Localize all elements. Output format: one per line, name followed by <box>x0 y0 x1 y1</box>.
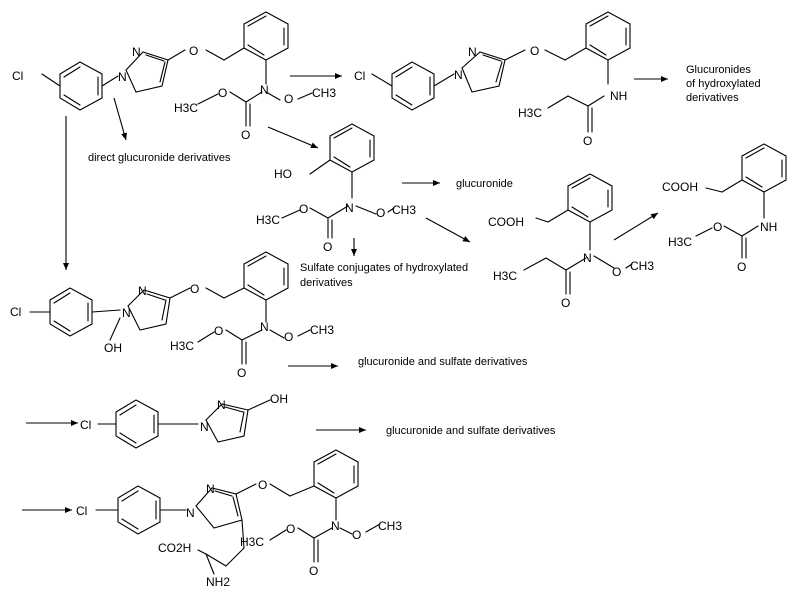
atom-ch3: CH3 <box>392 203 416 217</box>
atom-co2h: CO2H <box>158 541 191 555</box>
molecule-acid-amide: COOH N O O H3C CH3 <box>488 173 654 310</box>
atom-n: N <box>583 251 592 265</box>
atom-n: N <box>260 83 269 97</box>
atom-n: N <box>331 519 340 533</box>
atom-o: O <box>237 366 246 380</box>
atom-ch3: CH3 <box>312 86 336 100</box>
atom-cl: Cl <box>80 418 91 432</box>
atom-o: O <box>189 44 198 58</box>
atom-o: O <box>713 220 722 234</box>
label-glucuronides-line1: Glucuronides <box>686 64 751 76</box>
atom-n: N <box>454 68 463 82</box>
molecule-benzyl-alcohol: HO N O O O H3C CH3 <box>256 123 416 254</box>
atom-oh: OH <box>104 341 122 355</box>
pathway-labels: direct glucuronide derivatives Glucuroni… <box>88 64 761 437</box>
atom-h3c: H3C <box>240 535 264 549</box>
atom-nh: NH <box>760 220 777 234</box>
atom-n: N <box>217 398 226 412</box>
atom-o: O <box>309 564 318 578</box>
atom-oh: OH <box>270 392 288 406</box>
arrow-diagonal <box>425 217 471 243</box>
atom-n: N <box>186 506 195 520</box>
atom-ch3: CH3 <box>378 519 402 533</box>
atom-o: O <box>561 296 570 310</box>
label-glucuronide: glucuronide <box>456 178 513 190</box>
atom-cooh: COOH <box>662 180 698 194</box>
atom-ho: HO <box>274 167 292 181</box>
atom-cl: Cl <box>76 504 87 518</box>
atom-cooh: COOH <box>488 215 524 229</box>
atom-o: O <box>583 134 592 148</box>
atom-n: N <box>200 420 209 434</box>
atom-cl: Cl <box>12 69 23 83</box>
atom-ch3: CH3 <box>630 259 654 273</box>
atom-h3c: H3C <box>256 213 280 227</box>
atom-n: N <box>345 201 354 215</box>
atom-o: O <box>214 324 223 338</box>
atom-o: O <box>352 528 361 542</box>
atom-o: O <box>530 44 539 58</box>
molecule-hydroxy-pyrazole: Cl N N OH O N O O O H3C CH3 <box>10 251 334 380</box>
atom-nh: NH <box>610 89 627 103</box>
atom-n: N <box>118 70 127 84</box>
label-gluc-sulfate-1: glucuronide and sulfate derivatives <box>358 356 528 368</box>
atom-o: O <box>284 330 293 344</box>
atom-ch3: CH3 <box>310 323 334 337</box>
atom-n: N <box>260 320 269 334</box>
atom-n: N <box>122 306 131 320</box>
molecule-parent: Cl N N O N O O O H3C CH3 <box>12 11 336 142</box>
molecule-amino-acid-conjugate: Cl N N O N O O O H3C CH3 CO2H NH2 <box>76 449 402 589</box>
atom-o: O <box>323 240 332 254</box>
atom-h3c: H3C <box>493 269 517 283</box>
molecule-pyrazolol: Cl N N OH <box>80 392 288 449</box>
atom-n: N <box>138 284 147 298</box>
atom-o: O <box>612 265 621 279</box>
atom-cl: Cl <box>10 305 21 319</box>
atom-cl: Cl <box>354 69 365 83</box>
atom-n: N <box>468 45 477 59</box>
molecule-amide: Cl N N O NH O H3C <box>354 11 631 148</box>
atom-h3c: H3C <box>668 235 692 249</box>
label-sulfate-line1: Sulfate conjugates of hydroxylated <box>300 262 468 274</box>
label-sulfate-line2: derivatives <box>300 277 353 289</box>
arrow-diagonal <box>267 126 319 149</box>
arrow-diagonal <box>613 212 659 241</box>
atom-o: O <box>737 260 746 274</box>
atom-o: O <box>284 92 293 106</box>
atom-h3c: H3C <box>170 339 194 353</box>
atom-h3c: H3C <box>518 106 542 120</box>
reaction-arrows <box>22 73 668 513</box>
atom-o: O <box>218 86 227 100</box>
atom-o: O <box>299 202 308 216</box>
atom-nh2: NH2 <box>206 575 230 589</box>
label-gluc-sulfate-2: glucuronide and sulfate derivatives <box>386 425 556 437</box>
atom-n: N <box>132 45 141 59</box>
atom-o: O <box>258 478 267 492</box>
molecule-acid-carbamate: COOH NH O O H3C <box>662 143 787 274</box>
atom-o: O <box>286 522 295 536</box>
label-glucuronides-line2: of hydroxylated <box>686 78 761 90</box>
label-glucuronides-line3: derivatives <box>686 92 739 104</box>
arrow-down <box>113 97 127 141</box>
label-direct-glucuronide: direct glucuronide derivatives <box>88 152 231 164</box>
atom-o: O <box>376 206 385 220</box>
atom-o: O <box>190 282 199 296</box>
atom-o: O <box>241 128 250 142</box>
atom-h3c: H3C <box>174 101 198 115</box>
atom-n: N <box>206 482 215 496</box>
